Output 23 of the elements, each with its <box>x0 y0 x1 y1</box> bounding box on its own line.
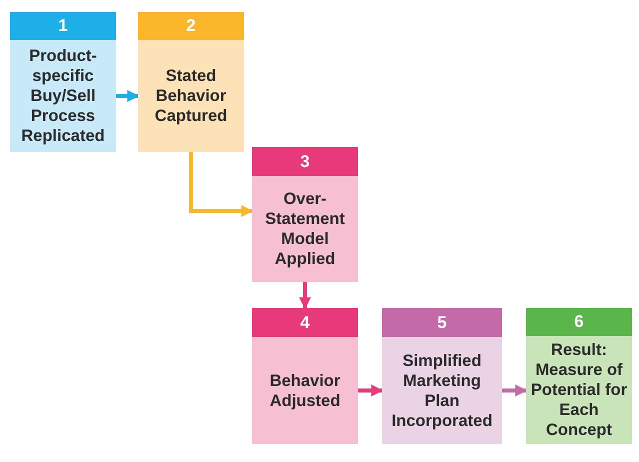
step-card <box>526 308 632 444</box>
step-number: 3 <box>252 147 358 176</box>
step-label: Simplified Marketing Plan Incorporated <box>390 350 494 430</box>
step-label: Over-Statement Model Applied <box>264 189 346 269</box>
step-number: 6 <box>526 308 632 336</box>
step-label: Stated Behavior Captured <box>154 66 228 126</box>
step-card <box>252 147 358 282</box>
arrow <box>358 384 384 396</box>
step-number: 1 <box>10 12 116 40</box>
step-card <box>252 308 358 444</box>
step-card <box>138 12 244 152</box>
step-number: 2 <box>138 12 244 40</box>
step-card <box>10 12 116 152</box>
step-label: Product-specific Buy/Sell Process Replicated <box>20 46 106 146</box>
step-number: 4 <box>252 308 358 337</box>
arrow <box>116 90 140 102</box>
step-number: 5 <box>382 308 502 337</box>
arrow <box>189 152 254 217</box>
arrow <box>502 384 528 396</box>
step-label: Behavior Adjusted <box>268 370 342 410</box>
step-card <box>382 308 502 444</box>
step-label: Result: Measure of Potential for Each Concept <box>530 340 628 440</box>
arrow <box>299 282 311 310</box>
